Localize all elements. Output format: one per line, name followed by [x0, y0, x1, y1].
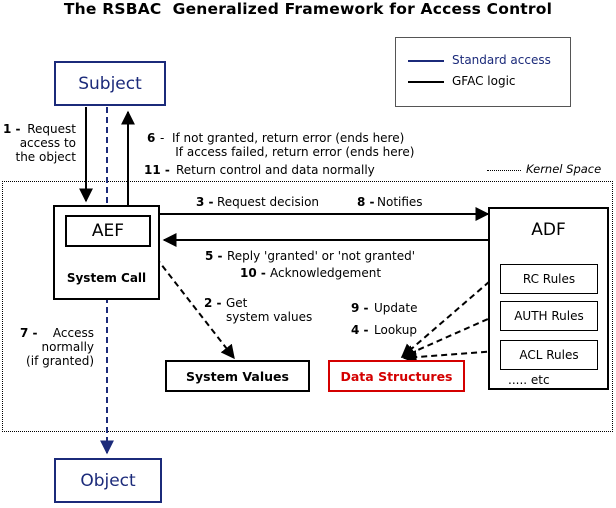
- legend: Standard access GFAC logic: [395, 37, 571, 107]
- step-8-number: 8 -: [357, 195, 375, 209]
- step-3-text: Request decision: [217, 195, 320, 209]
- aef-label: AEF: [91, 221, 125, 241]
- step-7-number: 7 -: [20, 326, 38, 340]
- adf-label: ADF: [531, 220, 566, 240]
- acl-rules-label: ACL Rules: [519, 348, 579, 362]
- kernel-space-region: [2, 181, 613, 432]
- data-structures-node: Data Structures: [328, 360, 465, 392]
- arrow-get-system-values: [149, 249, 235, 360]
- data-structures-label: Data Structures: [340, 368, 453, 384]
- system-call-label: System Call: [66, 271, 147, 285]
- arrow-acl-rules-lookup: [402, 350, 498, 365]
- arrow-rc-rules-lookup: [400, 274, 498, 358]
- step-5-text: Reply 'granted' or 'not granted': [227, 249, 416, 263]
- aef-node: AEF: [65, 215, 151, 247]
- legend-standard-access-label: Standard access: [452, 53, 551, 67]
- step-6-text: - If not granted, return error (ends her…: [160, 131, 415, 159]
- step-1-text: Request access to the object: [15, 122, 77, 164]
- system-values-label: System Values: [186, 368, 289, 384]
- kernel-space-legend-line: [487, 170, 521, 171]
- step-4-number: 4 -: [351, 323, 369, 337]
- step-2-number: 2 -: [204, 296, 222, 310]
- subject-node: Subject: [54, 61, 166, 106]
- object-node: Object: [54, 458, 162, 503]
- system-call-node: AEF System Call: [53, 205, 160, 300]
- system-values-node: System Values: [165, 360, 310, 392]
- arrow-auth-rules-lookup: [400, 314, 498, 359]
- step-2-text: Get system values: [226, 296, 313, 324]
- subject-label: Subject: [78, 73, 142, 94]
- auth-rules-box: AUTH Rules: [500, 301, 598, 331]
- step-9-text: Update: [374, 301, 418, 315]
- step-8-text: Notifies: [377, 195, 423, 209]
- rc-rules-label: RC Rules: [522, 272, 576, 286]
- step-11-text: Return control and data normally: [176, 163, 375, 177]
- legend-standard-access-line: [408, 60, 444, 62]
- auth-rules-label: AUTH Rules: [514, 309, 584, 323]
- adf-etc-label: ..... etc: [508, 373, 550, 387]
- step-3-number: 3 -: [196, 195, 214, 209]
- acl-rules-box: ACL Rules: [500, 340, 598, 370]
- rc-rules-box: RC Rules: [500, 264, 598, 294]
- legend-gfac-logic-line: [408, 81, 444, 83]
- step-9-number: 9 -: [351, 301, 369, 315]
- step-7-text: Access normally (if granted): [26, 326, 94, 368]
- kernel-space-label: Kernel Space: [526, 162, 602, 176]
- step-6-number: 6: [147, 131, 156, 145]
- adf-node: ADF RC Rules AUTH Rules ACL Rules ..... …: [488, 207, 609, 390]
- step-1-number: 1 -: [3, 122, 21, 136]
- step-4-text: Lookup: [374, 323, 417, 337]
- step-10-text: Acknowledgement: [270, 266, 382, 280]
- step-10-number: 10 -: [240, 266, 266, 280]
- diagram-title: The RSBAC Generalized Framework for Acce…: [63, 0, 553, 18]
- step-5-number: 5 -: [205, 249, 223, 263]
- legend-gfac-logic-label: GFAC logic: [452, 74, 516, 88]
- step-11-number: 11 -: [144, 163, 170, 177]
- object-label: Object: [80, 470, 136, 491]
